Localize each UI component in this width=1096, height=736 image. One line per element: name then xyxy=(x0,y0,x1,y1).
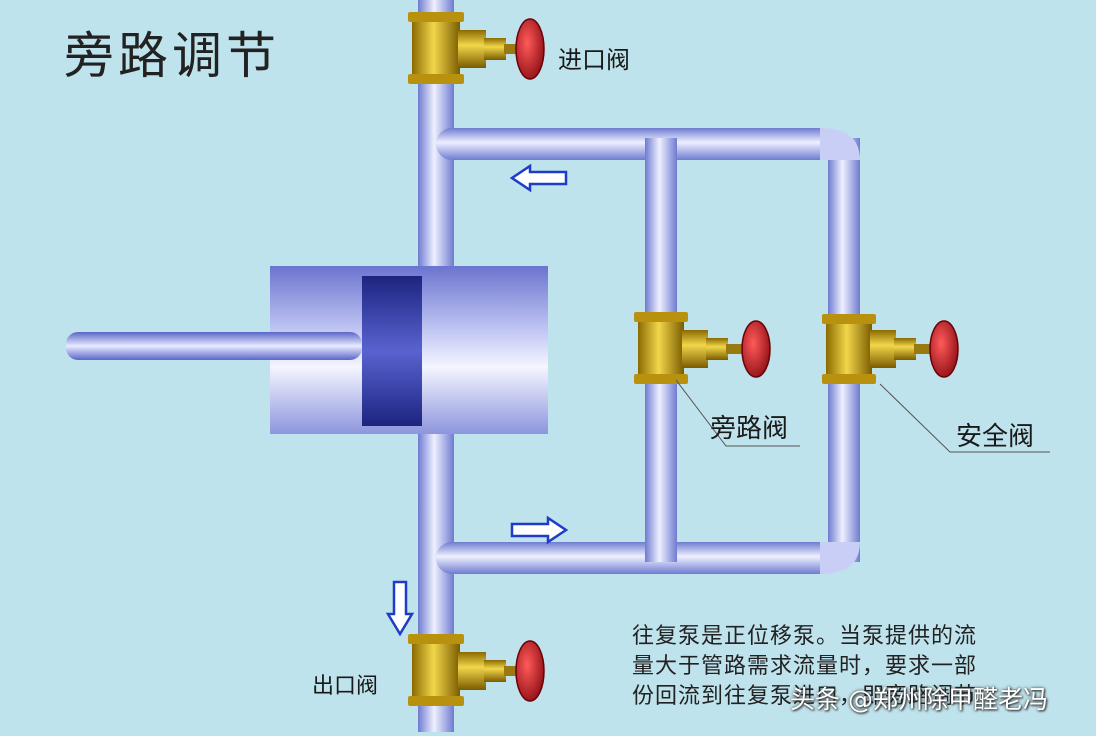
flow-arrow-right-icon xyxy=(510,515,569,545)
description-line: 份回流到往复泵进口，即旁路调节 xyxy=(632,684,978,709)
inlet-valve xyxy=(408,12,545,84)
bypass-leader-line xyxy=(675,379,800,447)
description-line: 量大于管路需求流量时，要求一部 xyxy=(632,654,978,679)
flow-arrow-left-icon xyxy=(509,163,568,193)
safety-valve-label: 安全阀 xyxy=(956,422,1035,452)
bottom-discharge-pipe xyxy=(436,542,836,574)
watermark: 头条 @郑州除甲醛老冯 xyxy=(790,685,1048,714)
safety-leader-line xyxy=(879,383,1050,453)
bypass-valve-label: 旁路阀 xyxy=(710,414,789,444)
safety-valve xyxy=(822,314,959,384)
flow-arrow-down-icon xyxy=(385,580,415,637)
bypass-valve xyxy=(634,312,771,384)
description-text: 往复泵是正位移泵。当泵提供的流 量大于管路需求流量时，要求一部 份回流到往复泵进… xyxy=(632,622,977,712)
pipe-corner-top-right xyxy=(820,128,860,160)
description-line: 往复泵是正位移泵。当泵提供的流 xyxy=(632,624,978,649)
piston-rod xyxy=(66,332,362,360)
page-title: 旁路调节 xyxy=(64,27,280,85)
top-return-pipe xyxy=(436,128,836,160)
outlet-valve-label: 出口阀 xyxy=(312,674,379,699)
piston xyxy=(362,276,422,426)
inlet-valve-label: 进口阀 xyxy=(558,46,630,74)
outlet-valve xyxy=(408,634,545,706)
pipe-corner-bottom-right xyxy=(820,542,860,574)
